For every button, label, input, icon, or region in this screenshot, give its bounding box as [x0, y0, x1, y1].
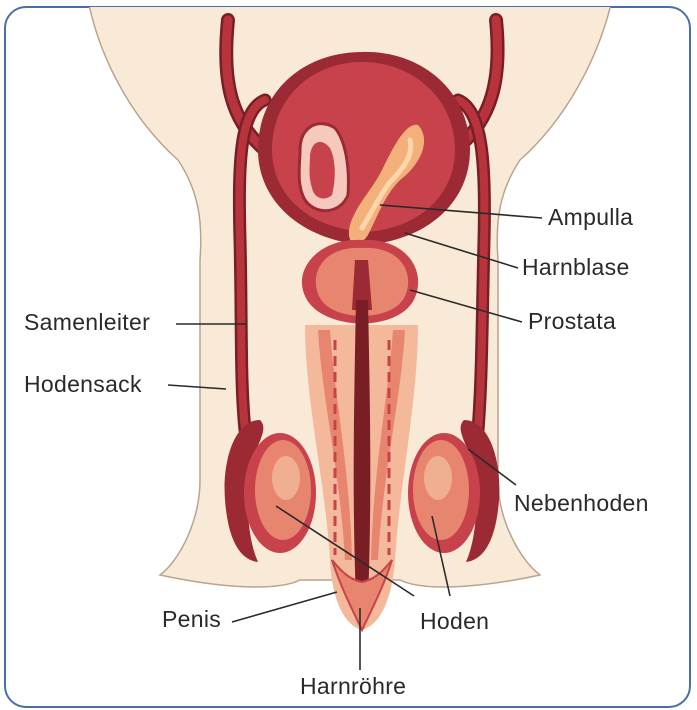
label-hoden: Hoden	[420, 610, 489, 633]
label-hodensack: Hodensack	[24, 373, 142, 396]
label-ampulla: Ampulla	[548, 206, 633, 229]
label-samenleiter: Samenleiter	[24, 311, 150, 334]
label-penis: Penis	[162, 608, 221, 631]
label-prostata: Prostata	[528, 310, 616, 333]
label-harnroehre: Harnröhre	[300, 675, 406, 698]
label-nebenhoden: Nebenhoden	[514, 492, 649, 515]
leader-penis	[232, 592, 337, 622]
label-harnblase: Harnblase	[522, 256, 630, 279]
